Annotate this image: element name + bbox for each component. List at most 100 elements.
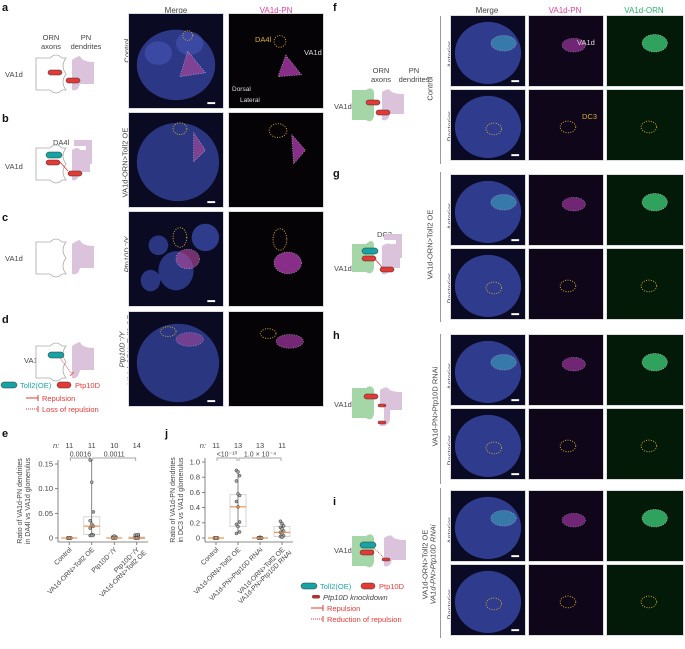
group-divider-f xyxy=(440,16,441,164)
label-da4l: DA4l xyxy=(255,35,272,44)
glomerulus-label: VA1d xyxy=(5,162,23,171)
svg-text:Control: Control xyxy=(200,546,221,567)
image-merge-row-0 xyxy=(450,15,526,87)
glomerulus-label-h: VA1d xyxy=(334,400,352,409)
col-header-va1d-pn: VA1d-PN xyxy=(259,6,293,15)
image-merge-row-7 xyxy=(450,564,526,636)
image-b-va1d-pn xyxy=(228,112,324,208)
svg-text:0.10: 0.10 xyxy=(38,484,53,493)
group-label-f: Control xyxy=(425,76,435,101)
image-pn-row-0 xyxy=(528,15,604,87)
image-merge-row-1 xyxy=(450,89,526,161)
svg-text:Ratio of VA1d-PN dendrites: Ratio of VA1d-PN dendrites xyxy=(170,457,177,543)
label-va1d: VA1d xyxy=(304,48,322,57)
legend-knockdown: Ptp10D knockdown xyxy=(323,593,388,602)
legend-toll2-i: Toll2(OE) xyxy=(320,582,352,591)
schematic-d xyxy=(35,342,94,382)
glomerulus-label-i: VA1d xyxy=(334,546,352,555)
ptp10d-legend-icon xyxy=(56,381,72,389)
svg-text:0.6: 0.6 xyxy=(190,488,200,497)
image-c-va1d-pn xyxy=(228,211,324,307)
panel-letter-d: d xyxy=(2,314,9,326)
group-label-g: VA1d-ORN>Toll2 OE xyxy=(425,209,435,280)
svg-text:in DC3 vs VA1d glomerulus: in DC3 vs VA1d glomerulus xyxy=(178,457,185,543)
svg-text:13: 13 xyxy=(256,441,264,450)
legend-repulsion: Repulsion xyxy=(42,394,76,403)
image-merge-row-5 xyxy=(450,408,526,480)
legend-reduction-repulsion: Reduction of repulsion xyxy=(327,615,402,624)
repulsion-legend-icon xyxy=(26,395,39,401)
image-merge-row-4 xyxy=(450,334,526,406)
svg-text:n:: n: xyxy=(53,441,59,450)
glomerulus-label: VA1d xyxy=(5,254,23,263)
svg-text:0: 0 xyxy=(196,534,200,543)
ptp10d-legend-icon-i xyxy=(360,582,376,590)
glomerulus-label: VA1d xyxy=(24,356,42,365)
svg-text:0.05: 0.05 xyxy=(38,509,53,518)
knockdown-legend-icon xyxy=(312,595,320,599)
panel-letter-b: b xyxy=(2,113,9,125)
image-pn-row-1 xyxy=(528,89,604,161)
schematic-f xyxy=(352,88,404,122)
image-a-va1d-pn xyxy=(228,13,324,109)
svg-text:11: 11 xyxy=(88,441,96,450)
glomerulus-label-f: VA1d xyxy=(334,102,352,111)
image-orn-row-5 xyxy=(606,408,684,480)
schematic-a xyxy=(35,54,94,94)
svg-text:in DA4l vs VA1d glomerulus: in DA4l vs VA1d glomerulus xyxy=(25,457,32,544)
svg-text:<10⁻¹⁰: <10⁻¹⁰ xyxy=(217,451,238,459)
target-label-da4l: DA4l xyxy=(53,138,70,147)
legend-toll2: Toll2(OE) xyxy=(20,381,52,390)
image-pn-row-6 xyxy=(528,490,604,562)
col-header-va1d-pn-f: VA1d-PN xyxy=(548,6,582,15)
reduction-repulsion-legend-icon xyxy=(311,616,324,622)
image-orn-row-1 xyxy=(606,89,684,161)
svg-text:0.15: 0.15 xyxy=(38,460,53,469)
image-pn-row-2 xyxy=(528,174,604,246)
image-a-merge xyxy=(128,13,224,109)
group-divider-g xyxy=(440,172,441,322)
svg-text:11: 11 xyxy=(212,441,220,450)
panel-letter-j: j xyxy=(165,428,169,440)
image-pn-row-3 xyxy=(528,248,604,320)
image-orn-row-3 xyxy=(606,248,684,320)
svg-text:1.0: 1.0 xyxy=(190,458,200,467)
schematic-i xyxy=(352,534,406,568)
svg-text:0.4: 0.4 xyxy=(190,503,200,512)
image-merge-row-3 xyxy=(450,248,526,320)
schematic-h xyxy=(352,386,402,426)
svg-text:11: 11 xyxy=(278,441,286,450)
svg-text:0.0011: 0.0011 xyxy=(104,452,125,459)
image-merge-row-6 xyxy=(450,490,526,562)
panel-letter-f: f xyxy=(333,2,337,14)
group-label-h: VA1d-PN>Ptp10D RNAi xyxy=(430,366,440,447)
image-pn-row-5 xyxy=(528,408,604,480)
schematic-c xyxy=(35,238,94,278)
label-dorsal: Dorsal xyxy=(232,86,251,93)
image-d-va1d-pn xyxy=(228,311,324,407)
chart-j: 0 0.2 0.4 0.6 0.8 1.0 Ratio of VA1d-PN dendrit… xyxy=(165,428,325,644)
legend-repulsion-i: Repulsion xyxy=(327,604,361,613)
toll2-legend-icon-i xyxy=(300,582,318,590)
image-orn-row-4 xyxy=(606,334,684,406)
svg-text:0.8: 0.8 xyxy=(190,473,200,482)
panel-letter-a: a xyxy=(2,2,9,14)
label-va1d-f: VA1d xyxy=(577,38,595,47)
legend-loss-repulsion: Loss of repulsion xyxy=(42,405,99,414)
loss-repulsion-legend-icon xyxy=(26,406,39,412)
panel-letter-c: c xyxy=(2,212,9,224)
svg-text:10: 10 xyxy=(110,441,118,450)
image-orn-row-6 xyxy=(606,490,684,562)
svg-text:0: 0 xyxy=(49,534,53,543)
svg-text:0.2: 0.2 xyxy=(190,518,200,527)
image-orn-row-2 xyxy=(606,174,684,246)
image-d-merge xyxy=(128,311,224,407)
image-orn-row-7 xyxy=(606,564,684,636)
image-merge-row-2 xyxy=(450,174,526,246)
col-header-merge-f: Merge xyxy=(475,6,499,15)
panel-letter-e: e xyxy=(2,428,9,440)
label-dc3-f: DC3 xyxy=(582,112,598,121)
svg-text:Control: Control xyxy=(53,546,74,567)
